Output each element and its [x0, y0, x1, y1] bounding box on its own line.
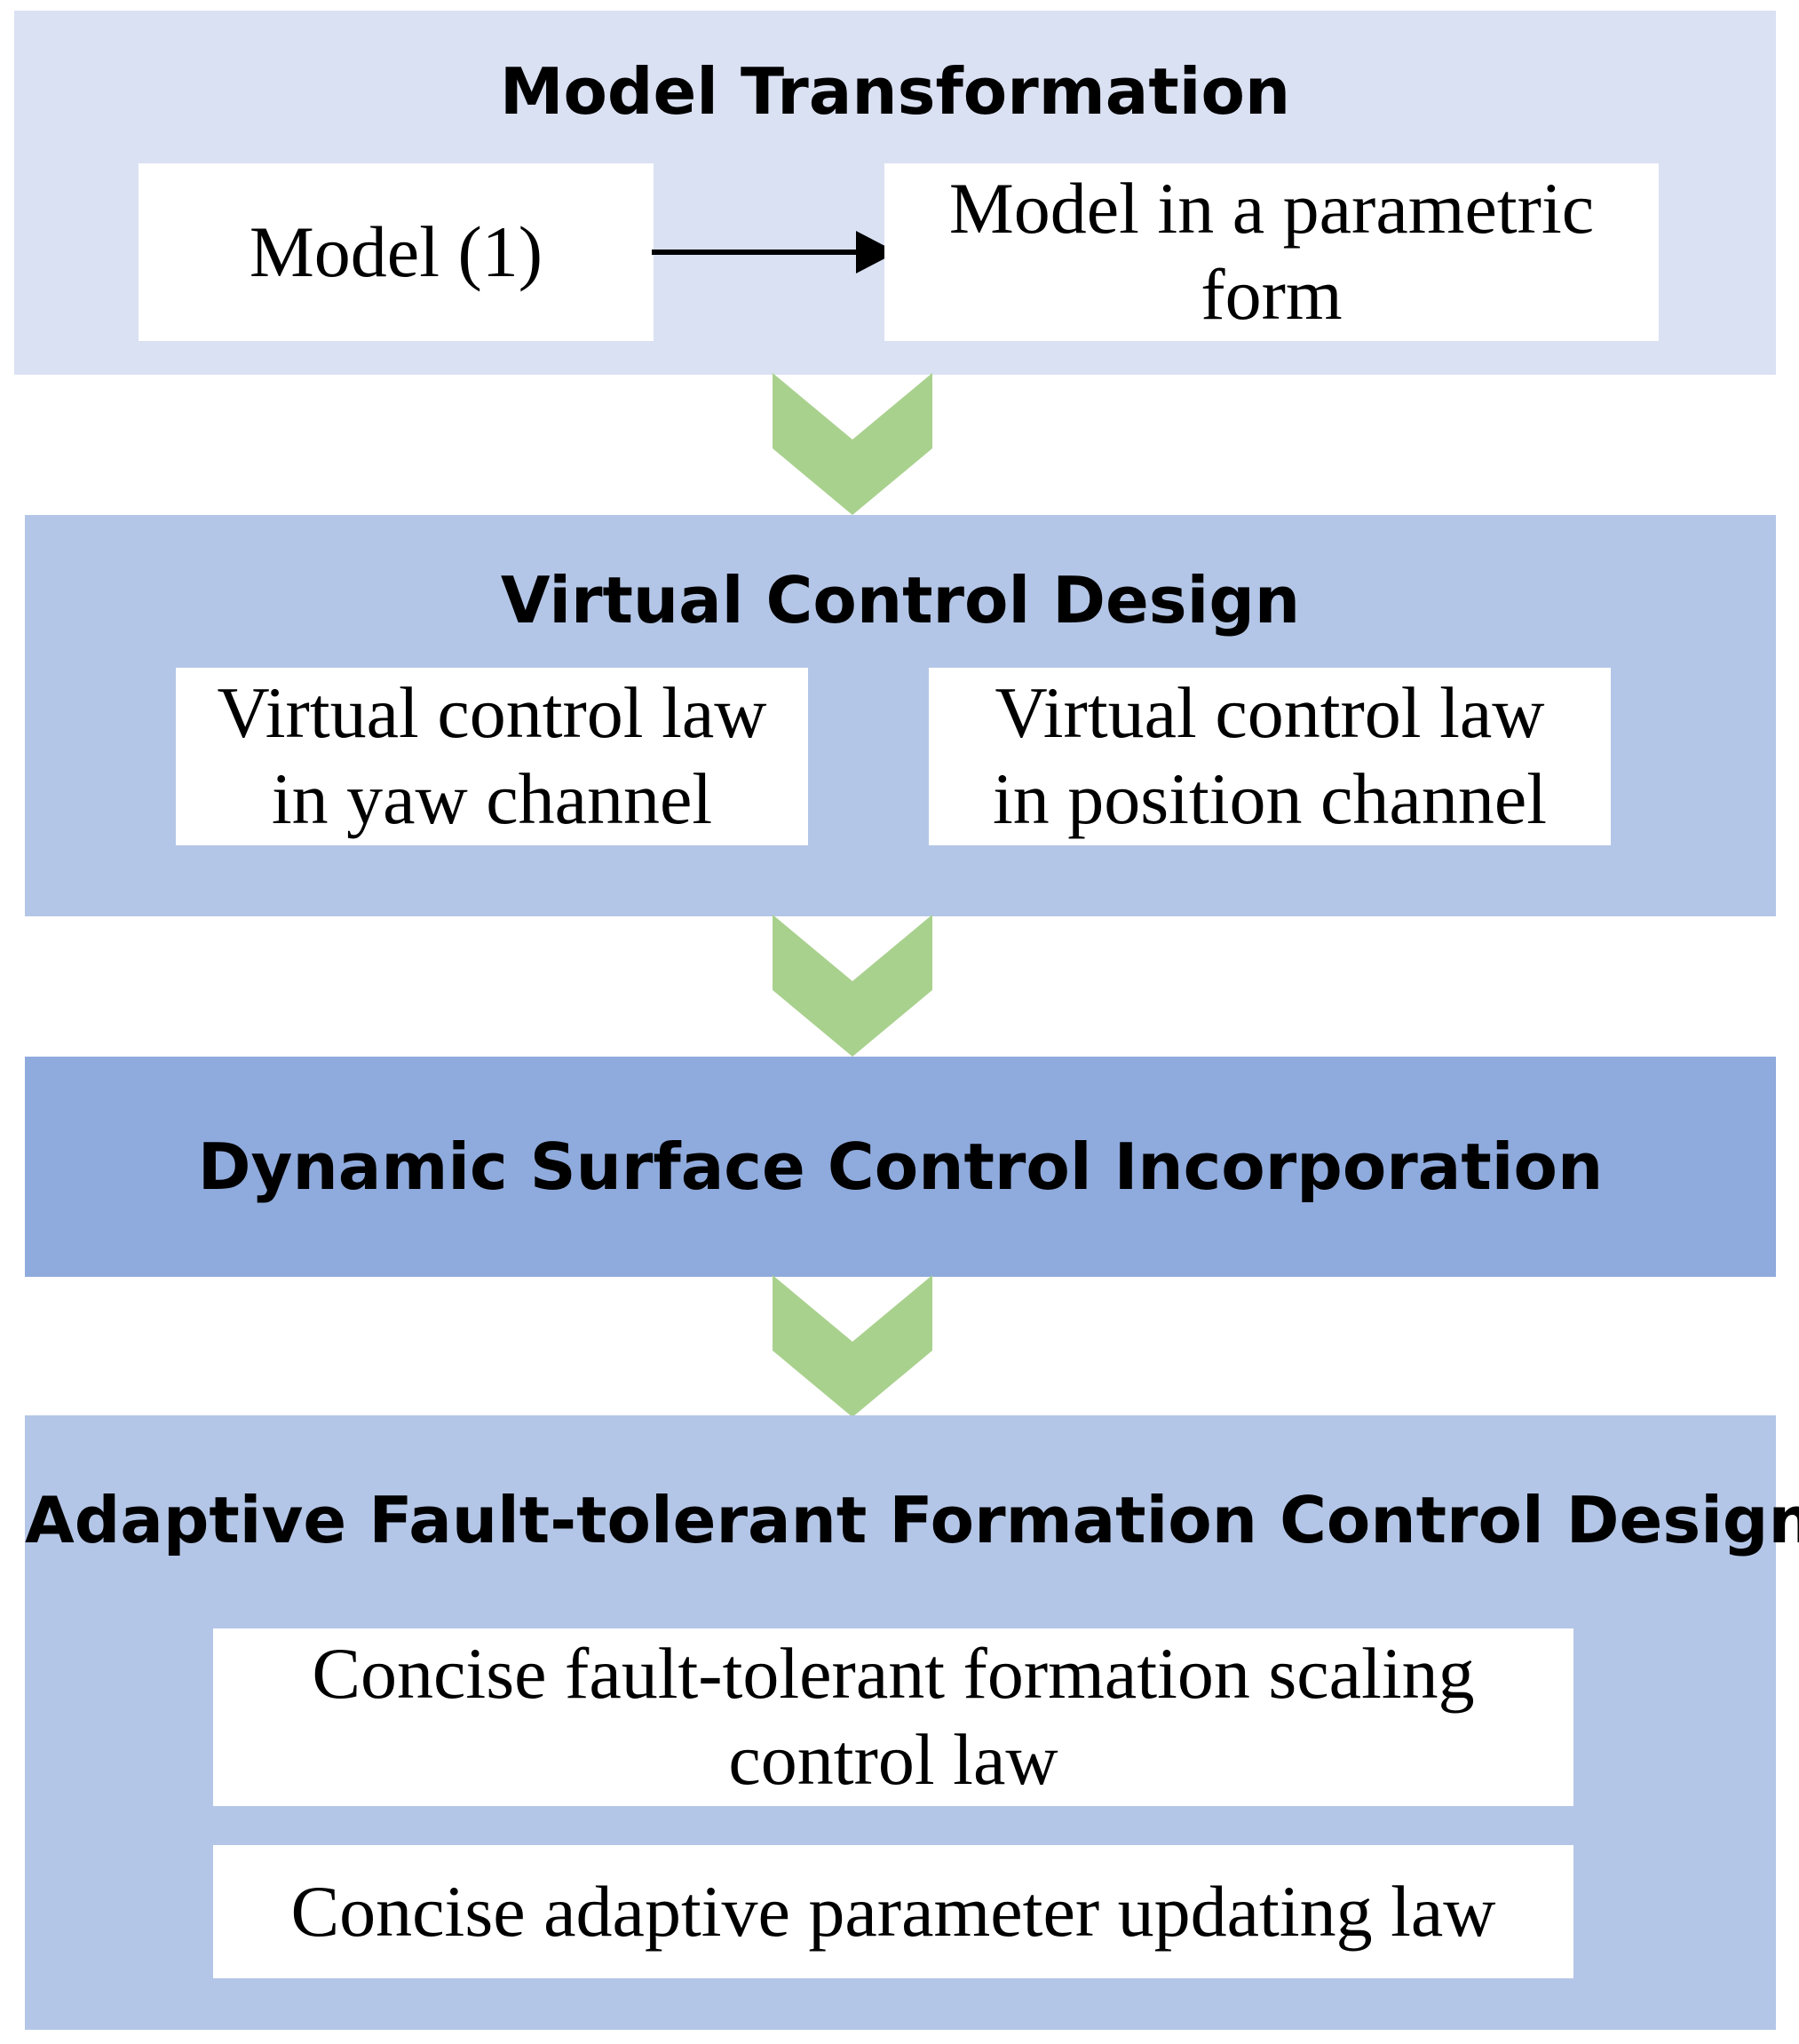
- arrow-right-icon: [652, 231, 897, 273]
- stage-title: Dynamic Surface Control Incorporation: [197, 1129, 1604, 1204]
- stage-dynamic-surface-control: Dynamic Surface Control Incorporation: [25, 1057, 1776, 1277]
- chevron-down-icon: [773, 373, 932, 515]
- chevron-down-icon: [773, 915, 932, 1057]
- box-yaw-channel: Virtual control law in yaw channel: [176, 668, 808, 845]
- box-parameter-updating-law: Concise adaptive parameter updating law: [213, 1845, 1573, 1978]
- box-position-channel: Virtual control law in position channel: [929, 668, 1611, 845]
- stage-virtual-control-design: Virtual Control Design Virtual control l…: [25, 515, 1776, 916]
- box-model-1: Model (1): [139, 163, 654, 341]
- box-parametric-model: Model in a parametric form: [884, 163, 1659, 341]
- chevron-down-icon: [773, 1275, 932, 1417]
- stage-title: Adaptive Fault-tolerant Formation Contro…: [25, 1483, 1799, 1557]
- box-scaling-control-law: Concise fault-tolerant formation scaling…: [213, 1628, 1573, 1806]
- stage-title: Virtual Control Design: [500, 563, 1301, 638]
- stage-adaptive-fault-tolerant: Adaptive Fault-tolerant Formation Contro…: [25, 1415, 1799, 2030]
- stage-model-transformation: Model Transformation Model (1) Model in …: [14, 11, 1776, 375]
- stage-title: Model Transformation: [499, 54, 1291, 129]
